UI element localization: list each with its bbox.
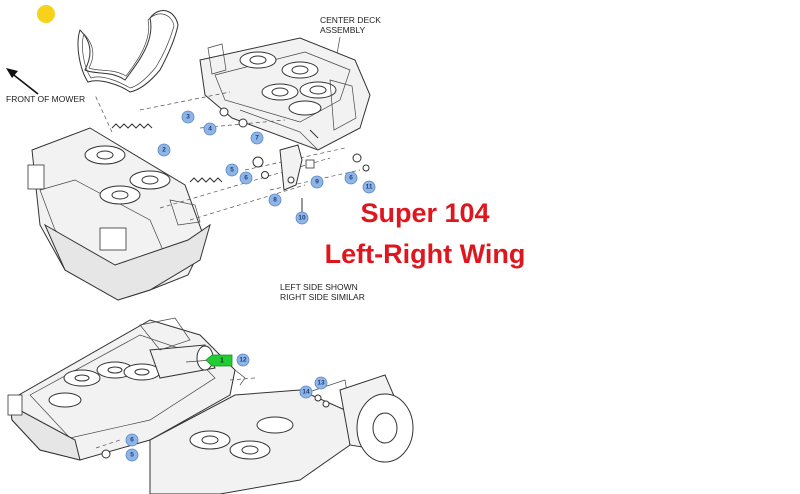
align-line-7 [94,94,113,133]
side-note-label-2: RIGHT SIDE SIMILAR [280,292,365,302]
callout-3: 3 [181,110,195,124]
svg-text:8: 8 [273,197,277,204]
align-line-2 [159,157,331,209]
callout-14: 14 [299,385,313,399]
callout-4: 4 [203,122,217,136]
svg-text:12: 12 [239,357,247,364]
drive-belt [77,10,179,93]
front-arrow-head [6,68,18,78]
spring-lower [189,177,223,183]
svg-text:5: 5 [230,167,234,174]
callout-5b: 5 [125,448,139,462]
spring-upper [111,123,153,129]
svg-text:13: 13 [317,380,325,387]
svg-text:9: 9 [315,179,319,186]
center-deck-label: CENTER DECK [320,15,381,25]
callout-6b: 6 [344,171,358,185]
marker-dot [37,5,55,23]
svg-text:6: 6 [349,175,353,182]
hardware [219,107,370,212]
callout-2: 2 [157,143,171,157]
title-line-2: Left-Right Wing [324,239,526,269]
align-line-4 [189,184,306,221]
callout-6: 6 [239,171,253,185]
svg-text:11: 11 [366,184,373,191]
left-wing-deck [27,127,211,301]
callout-11: 11 [362,180,376,194]
svg-text:6: 6 [130,437,134,444]
svg-text:3: 3 [186,114,190,121]
callout-9: 9 [310,175,324,189]
svg-text:1: 1 [220,358,224,365]
bottom-deck-assembly [7,317,414,494]
title-line-1: Super 104 [360,198,490,228]
align-line-1 [139,91,231,111]
callout-5: 5 [225,163,239,177]
callout-8: 8 [268,193,282,207]
center-deck-label-2: ASSEMBLY [320,25,366,35]
svg-text:2: 2 [162,147,166,154]
green-part-tag: 1 [185,354,233,367]
callout-10: 10 [295,211,309,225]
front-of-mower-label: FRONT OF MOWER [6,94,85,104]
svg-text:7: 7 [255,135,259,142]
svg-text:6: 6 [244,175,248,182]
svg-text:5: 5 [130,452,134,459]
callout-12: 12 [236,353,250,367]
callout-7: 7 [250,131,264,145]
front-arrow-line [9,71,39,95]
center-deck-assembly [199,37,371,151]
callout-13: 13 [314,376,328,390]
side-note-label: LEFT SIDE SHOWN [280,282,358,292]
svg-text:4: 4 [208,126,212,133]
callout-6c: 6 [125,433,139,447]
svg-text:14: 14 [302,389,310,396]
drive-belt-inner [82,13,175,89]
svg-text:10: 10 [298,215,306,222]
